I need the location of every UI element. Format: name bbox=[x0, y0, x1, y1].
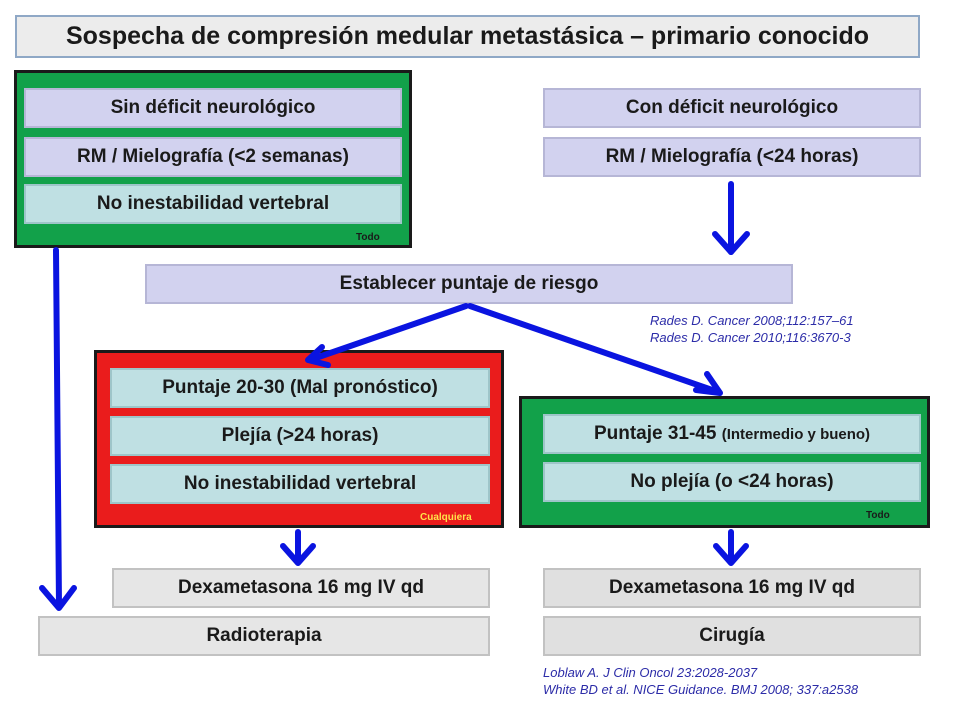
dexamethasone-box-left: Dexametasona 16 mg IV qd bbox=[112, 568, 490, 608]
radiotherapy-box: Radioterapia bbox=[38, 616, 490, 656]
panel-tag-todo-left: Todo bbox=[356, 232, 380, 243]
panel-tag-todo-right: Todo bbox=[866, 510, 890, 521]
no-deficit-box: Sin déficit neurológico bbox=[24, 88, 402, 128]
reference-rades-1: Rades D. Cancer 2008;112:157–61 bbox=[650, 313, 854, 328]
reference-bottom: Loblaw A. J Clin Oncol 23:2028-2037 Whit… bbox=[543, 664, 858, 698]
arrow-to-poor-prognosis-head bbox=[305, 344, 331, 368]
plegia-24h-box: Plejía (>24 horas) bbox=[110, 416, 490, 456]
arrow-to-good-prognosis bbox=[467, 303, 721, 395]
arrow-to-radiotherapy-head bbox=[39, 585, 77, 611]
good-score-sub: (Intermedio y bueno) bbox=[721, 425, 871, 443]
panel-tag-cualquiera: Cualquiera bbox=[420, 512, 472, 523]
risk-score-box: Establecer puntaje de riesgo bbox=[145, 264, 793, 304]
arrow-to-radiotherapy bbox=[53, 247, 62, 609]
mri-2-weeks-box: RM / Mielografía (<2 semanas) bbox=[24, 137, 402, 177]
poor-score-box: Puntaje 20-30 (Mal pronóstico) bbox=[110, 368, 490, 408]
page-title: Sospecha de compresión medular metastási… bbox=[15, 15, 920, 58]
reference-white: White BD et al. NICE Guidance. BMJ 2008;… bbox=[543, 682, 859, 697]
arrow-to-risk-score-head bbox=[712, 231, 750, 255]
mri-24-hours-box: RM / Mielografía (<24 horas) bbox=[543, 137, 921, 177]
arrow-to-dexa-left-head bbox=[280, 543, 316, 566]
good-score-box: Puntaje 31-45 (Intermedio y bueno) bbox=[543, 414, 921, 454]
no-plegia-box: No plejía (o <24 horas) bbox=[543, 462, 921, 502]
arrow-to-dexa-right-head bbox=[713, 543, 749, 566]
reference-rades-2: Rades D. Cancer 2010;116:3670-3 bbox=[650, 330, 851, 345]
with-deficit-box: Con déficit neurológico bbox=[543, 88, 921, 128]
good-score-main: Puntaje 31-45 bbox=[593, 423, 717, 444]
reference-rades: Rades D. Cancer 2008;112:157–61 Rades D.… bbox=[650, 312, 854, 346]
no-instability-box-left: No inestabilidad vertebral bbox=[24, 184, 402, 224]
reference-loblaw: Loblaw A. J Clin Oncol 23:2028-2037 bbox=[543, 665, 758, 680]
arrow-to-poor-prognosis bbox=[307, 303, 469, 363]
surgery-box: Cirugía bbox=[543, 616, 921, 656]
dexamethasone-box-right: Dexametasona 16 mg IV qd bbox=[543, 568, 921, 608]
no-instability-box-center: No inestabilidad vertebral bbox=[110, 464, 490, 504]
arrow-to-good-prognosis-head bbox=[693, 371, 723, 396]
